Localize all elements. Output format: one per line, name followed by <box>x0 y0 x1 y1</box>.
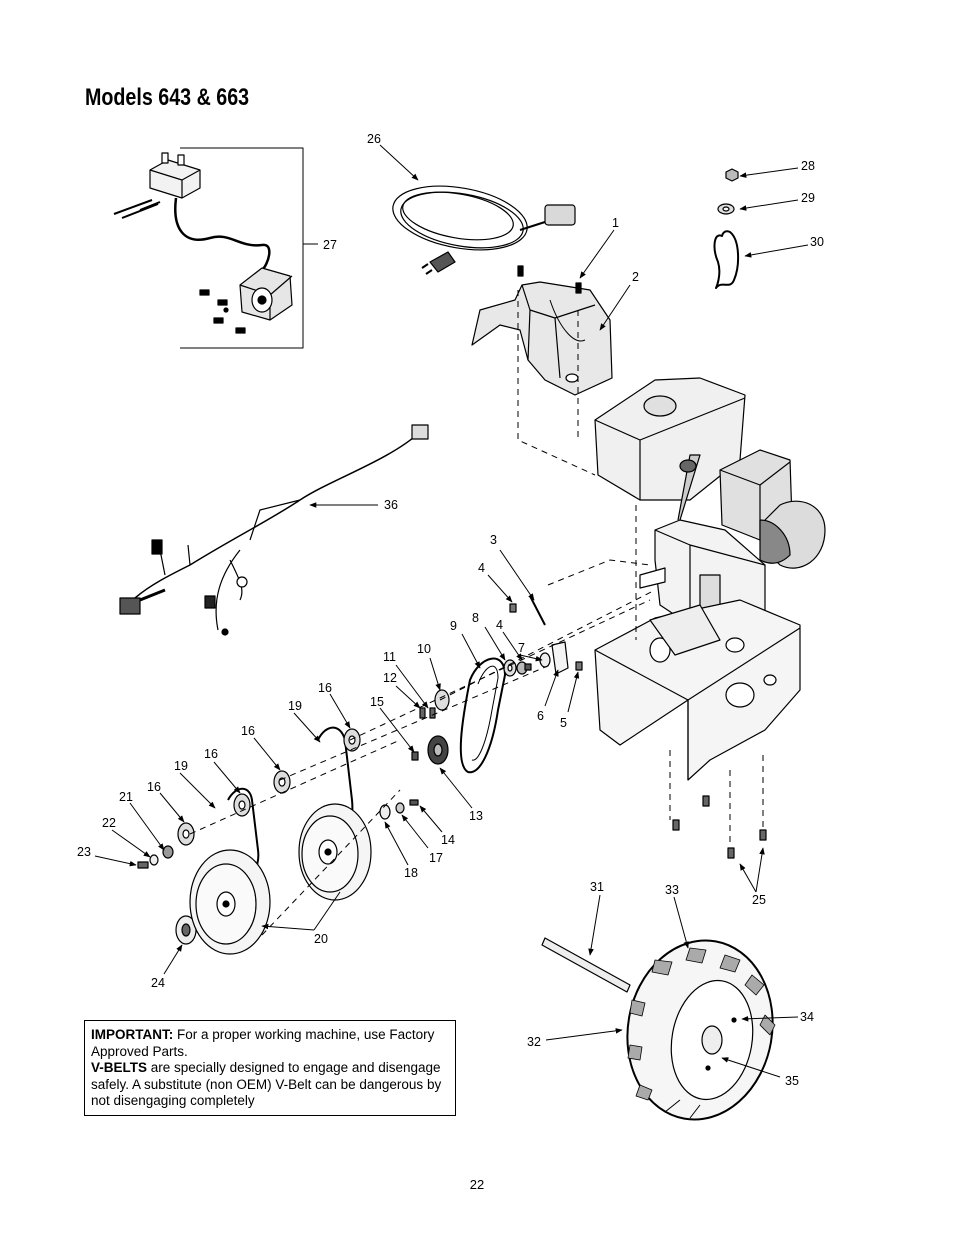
callout-3: 3 <box>490 533 497 547</box>
callout-28: 28 <box>801 159 815 173</box>
callout-7: 7 <box>518 641 525 655</box>
callout-12: 12 <box>383 671 397 685</box>
vbelts-label: V-BELTS <box>91 1060 148 1075</box>
callout-14: 14 <box>441 833 455 847</box>
callout-17: 17 <box>429 851 443 865</box>
bolts-drawing <box>672 795 767 859</box>
callout-31: 31 <box>590 880 604 894</box>
callout-1: 1 <box>612 216 619 230</box>
page-title: Models 643 & 663 <box>85 84 250 111</box>
frame-drawing <box>594 599 801 781</box>
callout-30: 30 <box>810 235 824 249</box>
callout-2: 2 <box>632 270 639 284</box>
callout-16b: 16 <box>241 724 255 738</box>
callout-20: 20 <box>314 932 328 946</box>
callout-29: 29 <box>801 191 815 205</box>
page-number: 22 <box>469 1177 485 1192</box>
alignment-lines <box>189 290 764 845</box>
callout-36: 36 <box>384 498 398 512</box>
wheel-drawing <box>541 937 776 1121</box>
callout-9: 9 <box>450 619 457 633</box>
callout-19a: 19 <box>288 699 302 713</box>
starter-kit-drawing <box>113 147 304 349</box>
callout-4a: 4 <box>478 561 485 575</box>
callout-4b: 4 <box>496 618 503 632</box>
callout-18: 18 <box>404 866 418 880</box>
pulleys-drawing <box>189 789 401 955</box>
callout-32: 32 <box>527 1035 541 1049</box>
callout-27: 27 <box>323 238 337 252</box>
wiring-harness-drawing <box>119 424 429 636</box>
callout-21: 21 <box>119 790 133 804</box>
callout-13: 13 <box>469 809 483 823</box>
callout-26: 26 <box>367 132 381 146</box>
callout-34: 34 <box>800 1010 814 1024</box>
callout-33: 33 <box>665 883 679 897</box>
callout-23: 23 <box>77 845 91 859</box>
callout-22: 22 <box>102 816 116 830</box>
power-cord-drawing <box>392 185 576 275</box>
callout-24: 24 <box>151 976 165 990</box>
callout-labels: 1 2 3 4 4 5 6 7 8 9 10 11 12 13 14 15 16… <box>77 132 824 1088</box>
callout-8: 8 <box>472 611 479 625</box>
important-label: IMPORTANT: <box>91 1027 174 1042</box>
callout-35: 35 <box>785 1074 799 1088</box>
callout-5: 5 <box>560 716 567 730</box>
important-text: For a proper working machine, use Factor… <box>91 1027 435 1059</box>
callout-19b: 19 <box>174 759 188 773</box>
callout-16c: 16 <box>204 747 218 761</box>
belt-cover-drawing <box>471 265 613 396</box>
callout-11: 11 <box>383 650 396 664</box>
washers-drawing <box>137 595 583 945</box>
callout-15: 15 <box>370 695 384 709</box>
callout-16a: 16 <box>318 681 332 695</box>
leader-lines <box>94 144 809 1078</box>
callout-6: 6 <box>537 709 544 723</box>
callout-16d: 16 <box>147 780 161 794</box>
engine-drawing <box>594 377 826 631</box>
important-notice-box: IMPORTANT: For a proper working machine,… <box>84 1020 456 1116</box>
callout-25: 25 <box>752 893 766 907</box>
vbelts-text: are specially designed to engage and dis… <box>91 1060 442 1108</box>
callout-10: 10 <box>417 642 431 656</box>
hardware-small-drawing <box>713 168 740 289</box>
